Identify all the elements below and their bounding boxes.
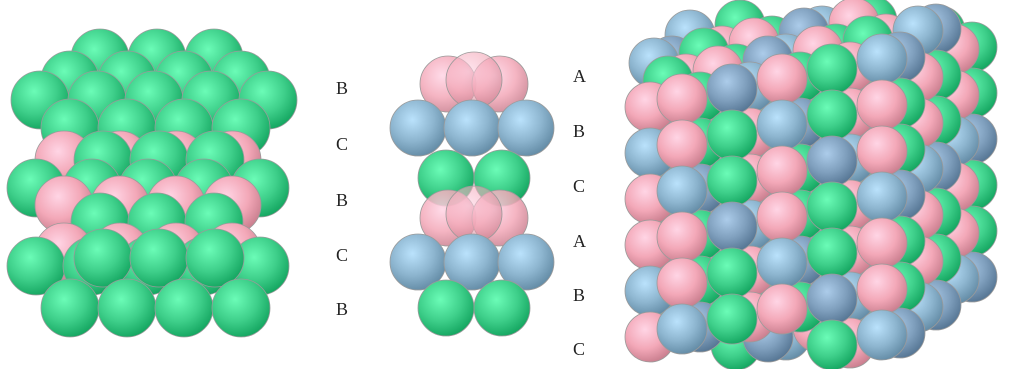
pink-sphere xyxy=(656,257,708,309)
green-sphere xyxy=(806,43,858,95)
blue-sphere xyxy=(443,99,501,157)
pink-sphere xyxy=(656,119,708,171)
green-sphere xyxy=(706,247,758,299)
middle-label-5: B xyxy=(573,285,586,305)
middle-label-6: C xyxy=(573,339,586,359)
green-sphere xyxy=(706,155,758,207)
blue-sphere xyxy=(856,171,908,223)
green-sphere xyxy=(706,109,758,161)
green-sphere xyxy=(706,293,758,345)
pink-sphere xyxy=(856,263,908,315)
pink-sphere xyxy=(656,73,708,125)
pink-sphere xyxy=(445,51,503,109)
blue-sphere xyxy=(856,33,908,85)
green-sphere xyxy=(473,279,531,337)
middle-label-3: C xyxy=(573,176,586,196)
right-cube-spheres xyxy=(624,0,998,369)
left-label-5: B xyxy=(336,299,349,319)
pink-sphere xyxy=(656,211,708,263)
green-sphere xyxy=(97,278,157,338)
green-sphere xyxy=(211,278,271,338)
pink-sphere xyxy=(756,53,808,105)
green-sphere xyxy=(806,319,858,369)
pink-sphere xyxy=(856,79,908,131)
pink-sphere xyxy=(756,145,808,197)
left-label-2: C xyxy=(336,134,349,154)
pink-sphere xyxy=(856,217,908,269)
green-sphere xyxy=(154,278,214,338)
left-stack-spheres xyxy=(6,28,298,338)
blue-sphere xyxy=(756,99,808,151)
green-sphere xyxy=(185,228,245,288)
blue-sphere xyxy=(856,309,908,361)
pink-sphere xyxy=(445,185,503,243)
green-sphere xyxy=(129,228,189,288)
pink-sphere xyxy=(856,125,908,177)
blue-sphere xyxy=(756,237,808,289)
blue-sphere xyxy=(656,303,708,355)
pink-sphere xyxy=(756,283,808,335)
green-sphere xyxy=(806,227,858,279)
middle-label-2: B xyxy=(573,121,586,141)
green-sphere xyxy=(40,278,100,338)
steel-sphere xyxy=(806,135,858,187)
left-label-4: C xyxy=(336,245,349,265)
blue-sphere xyxy=(389,99,447,157)
blue-sphere xyxy=(497,99,555,157)
steel-sphere xyxy=(706,201,758,253)
green-sphere xyxy=(417,279,475,337)
green-sphere xyxy=(73,228,133,288)
steel-sphere xyxy=(806,273,858,325)
middle-label-4: A xyxy=(573,231,586,251)
middle-label-1: A xyxy=(573,66,586,86)
left-label-1: B xyxy=(336,78,349,98)
green-sphere xyxy=(806,89,858,141)
blue-sphere xyxy=(497,233,555,291)
green-sphere xyxy=(806,181,858,233)
left-label-3: B xyxy=(336,190,349,210)
steel-sphere xyxy=(706,63,758,115)
pink-sphere xyxy=(756,191,808,243)
blue-sphere xyxy=(656,165,708,217)
middle-column-spheres xyxy=(389,51,555,337)
